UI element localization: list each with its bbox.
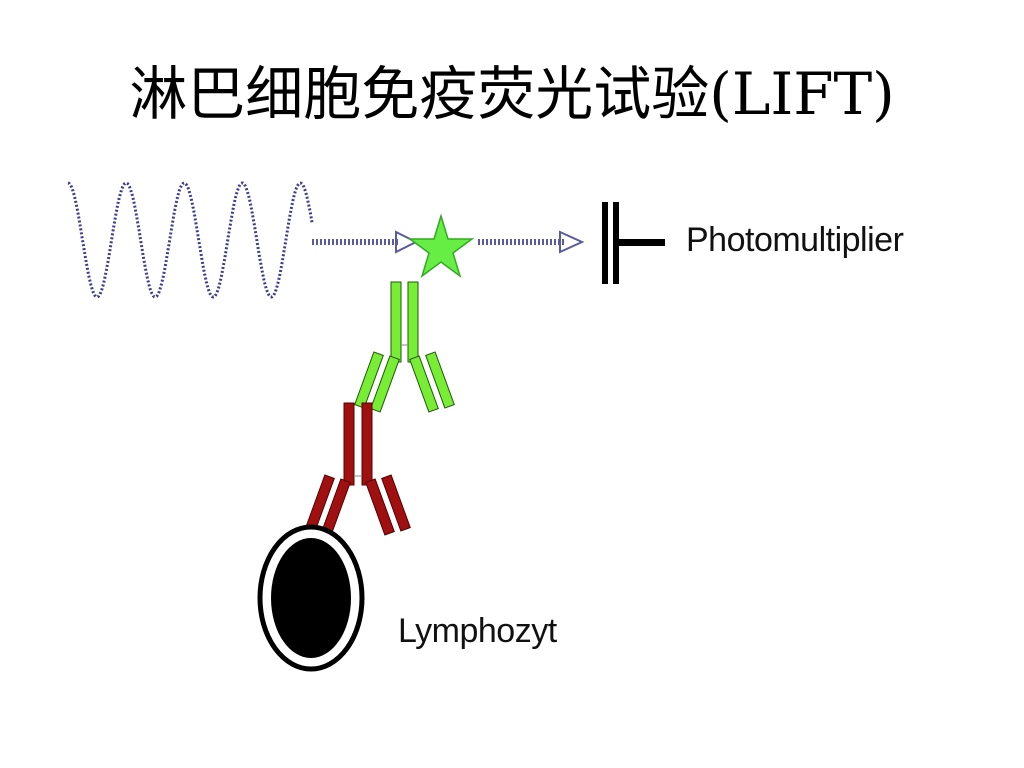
excitation-light-wave (67, 181, 314, 299)
fluorescent-label-star-icon (407, 213, 475, 278)
emitted-light-arrow (478, 230, 585, 254)
photomultiplier-label: Photomultiplier (686, 221, 904, 259)
incoming-light-arrow (312, 230, 419, 254)
photomultiplier-detector-icon (602, 202, 665, 284)
lymphocyte-label: Lymphozyt (398, 612, 557, 650)
primary-antibody (305, 402, 411, 536)
secondary-antibody (354, 281, 455, 413)
lymphocyte-cell-icon (257, 524, 365, 672)
slide-title: 淋巴细胞免疫荧光试验(LIFT) (129, 60, 895, 128)
